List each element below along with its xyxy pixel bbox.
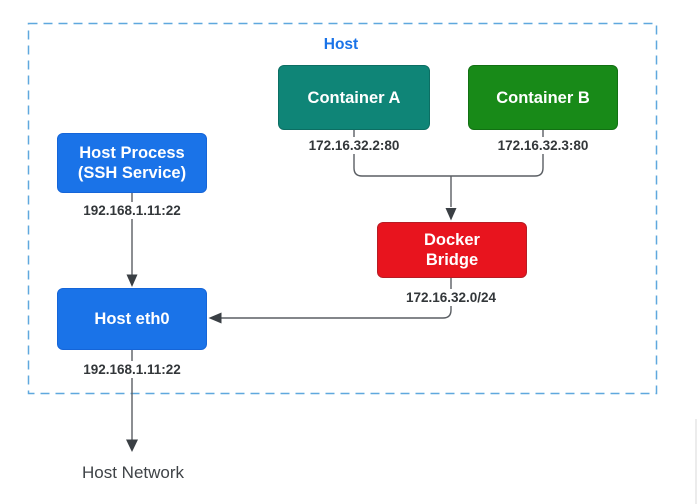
- host-boundary-label: Host: [323, 36, 359, 53]
- host-eth0-node: Host eth0: [57, 288, 207, 350]
- host-process-label-line1: Host Process: [79, 144, 185, 162]
- connector-bridge-to-eth0: [221, 278, 452, 319]
- host-eth0-label: Host eth0: [94, 310, 170, 328]
- container-b-address-label: 172.16.32.3:80: [483, 137, 603, 154]
- docker-bridge-label-line1: Docker: [424, 231, 480, 249]
- connector-container-b-to-junction: [451, 130, 544, 177]
- host-process-label-line2: (SSH Service): [77, 164, 187, 182]
- container-b-label: Container B: [496, 88, 590, 107]
- container-a-node: Container A: [278, 65, 430, 130]
- host-boundary: [27, 22, 658, 395]
- connector-container-a-to-junction: [353, 130, 451, 177]
- arrowhead-eth0-top: [126, 274, 138, 287]
- container-a-label: Container A: [307, 88, 401, 107]
- right-edge-line: [695, 419, 697, 504]
- container-b-node: Container B: [468, 65, 618, 130]
- arrowhead-host-network: [126, 439, 138, 452]
- container-a-address-label: 172.16.32.2:80: [294, 137, 414, 154]
- docker-bridge-label-line2: Bridge: [425, 251, 479, 269]
- host-process-address-label: 192.168.1.11:22: [72, 202, 192, 219]
- host-network-label: Host Network: [81, 463, 185, 482]
- docker-bridge-node: Docker Bridge: [377, 222, 527, 278]
- host-process-node: Host Process (SSH Service): [57, 133, 207, 193]
- docker-bridge-subnet-label: 172.16.32.0/24: [391, 289, 511, 306]
- host-eth0-address-label: 192.168.1.11:22: [72, 361, 192, 378]
- arrowhead-bridge-top: [445, 208, 457, 221]
- arrowhead-eth0-right: [208, 312, 222, 324]
